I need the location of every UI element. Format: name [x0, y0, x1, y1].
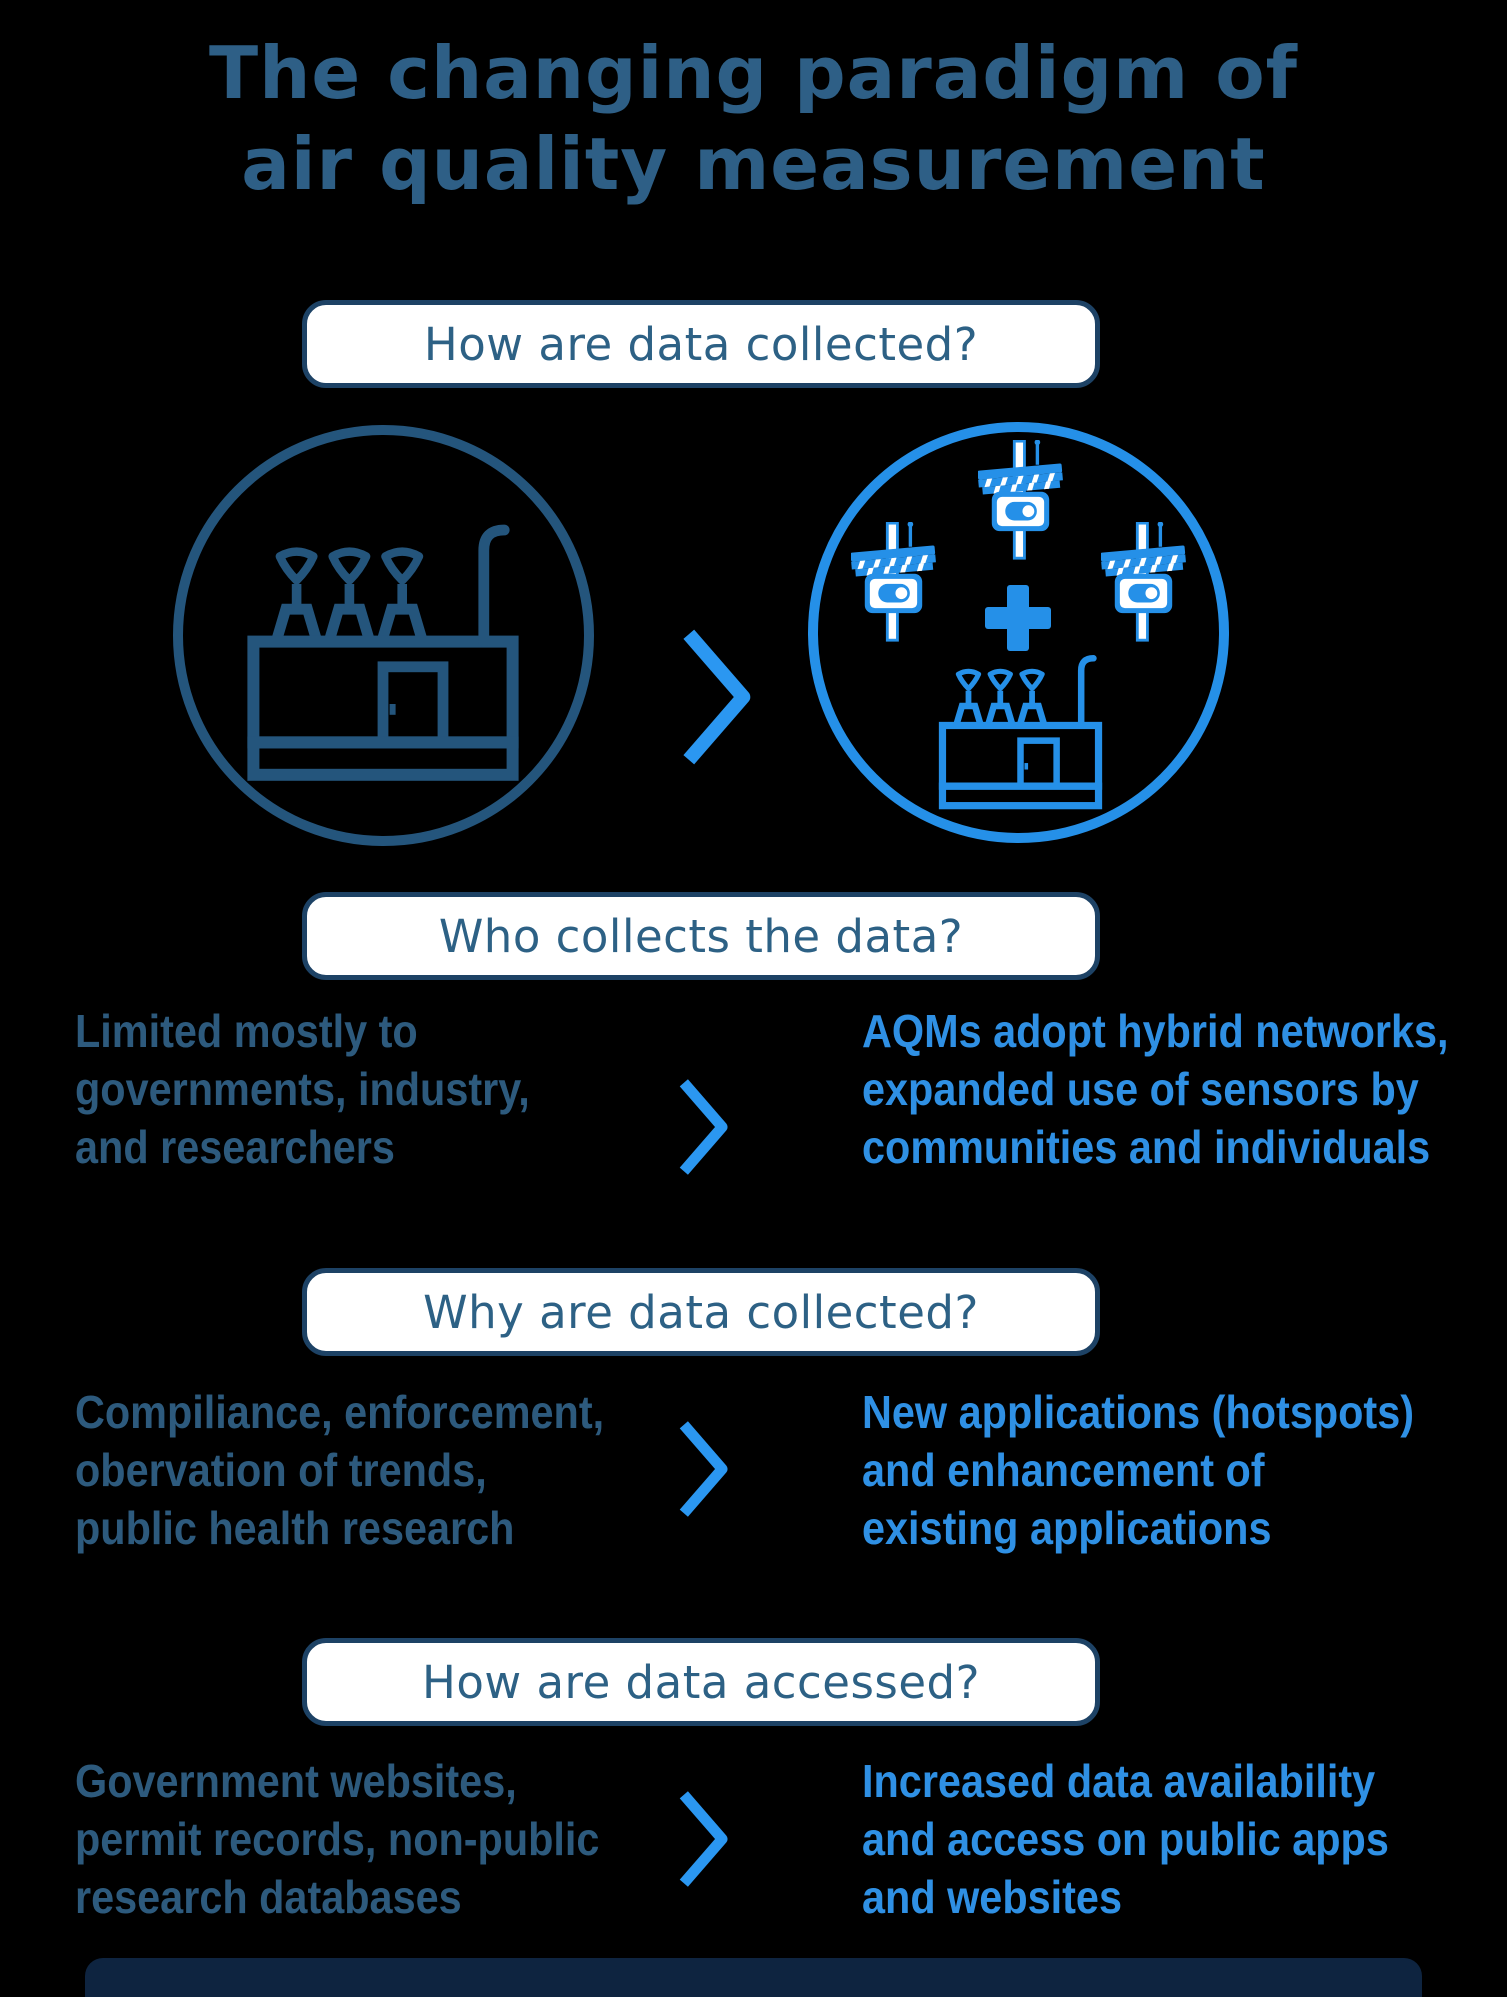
how-accessed-after-text: Increased data availability and access o… — [862, 1755, 1389, 1923]
monitoring-station-icon — [203, 488, 563, 782]
footer-bar — [85, 1958, 1422, 1997]
sensor-icon — [1101, 522, 1186, 642]
page-title: The changing paradigm of air quality mea… — [209, 31, 1298, 206]
why-collected-before-text: Compiliance, enforcement, obervation of … — [75, 1386, 605, 1554]
monitoring-station-icon — [942, 658, 1098, 805]
sensor-network-circle — [808, 422, 1229, 843]
chevron-right-icon — [683, 629, 751, 765]
chevron-right-icon — [679, 1421, 728, 1517]
reference-station-circle — [173, 425, 594, 846]
sensors-plus-station-graphic — [851, 440, 1186, 833]
who-collects-before-text: Limited mostly to governments, industry,… — [75, 1005, 530, 1173]
plus-icon — [985, 585, 1051, 651]
sensor-icon — [978, 440, 1063, 560]
chevron-right-icon — [679, 1079, 728, 1175]
why-collected-after-text: New applications (hotspots) and enhancem… — [862, 1386, 1415, 1554]
chevron-right-icon — [679, 1791, 728, 1887]
who-collects-after-text: AQMs adopt hybrid networks, expanded use… — [862, 1005, 1449, 1173]
section-header-who-collects: Who collects the data? — [302, 892, 1100, 980]
sensor-icon — [851, 522, 936, 642]
how-accessed-before-text: Government websites, permit records, non… — [75, 1755, 600, 1923]
section-header-how-collected: How are data collected? — [302, 300, 1100, 388]
section-header-why-collected: Why are data collected? — [302, 1268, 1100, 1356]
section-header-how-accessed: How are data accessed? — [302, 1638, 1100, 1726]
